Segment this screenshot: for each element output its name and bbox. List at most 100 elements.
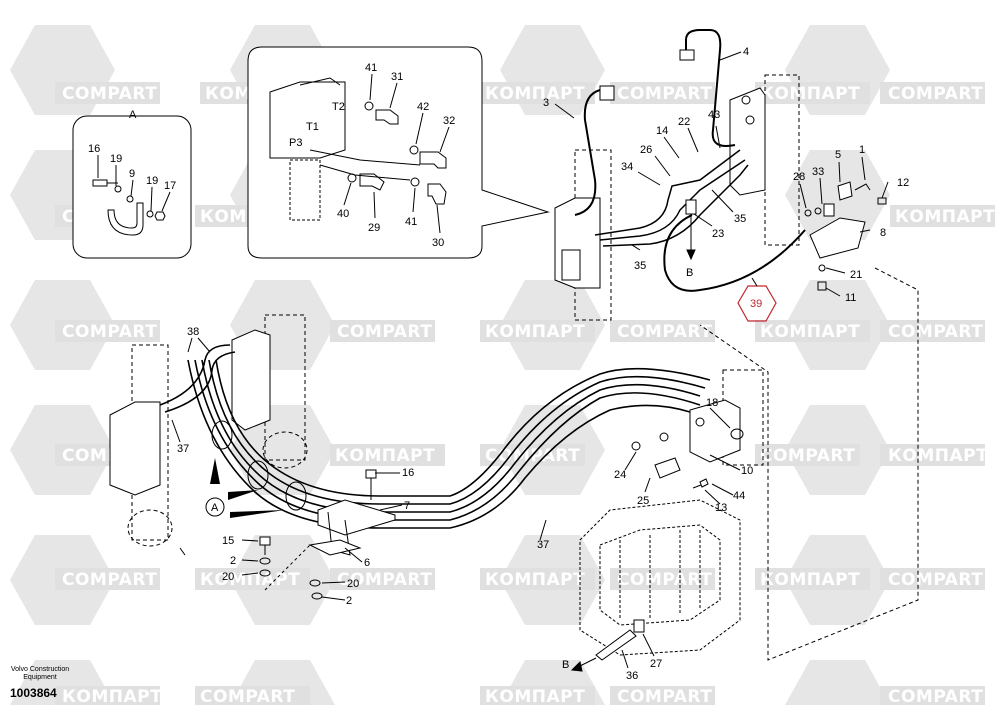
part-label-14: 14 (656, 125, 668, 137)
part-label-2: 2 (230, 555, 236, 567)
part-label-4: 4 (743, 46, 749, 58)
upper-valve-assembly (554, 29, 919, 661)
part-label-16: 16 (402, 467, 414, 479)
part-label-17: 17 (164, 180, 176, 192)
part-label-21: 21 (850, 269, 862, 281)
part-label-26: 26 (640, 144, 652, 156)
part-label-41: 41 (405, 216, 417, 228)
part-label-20: 20 (222, 571, 234, 583)
port-label-t1: T1 (306, 121, 319, 133)
part-label-24: 24 (614, 469, 626, 481)
watermark-kompart: КОМПАРТ (760, 570, 860, 590)
lower-hose-assembly (109, 314, 711, 601)
part-label-35: 35 (734, 213, 746, 225)
part-labels: 16 19 9 19 17 41 31 42 32 40 29 41 30 P3… (88, 46, 909, 682)
footer-block: Volvo Construction Equipment 1003864 (10, 666, 70, 700)
document-number: 1003864 (10, 686, 57, 700)
main-control-valve (579, 499, 741, 656)
watermark-kompart: КОМПАРТ (200, 570, 300, 590)
watermark-kompart: КОМПАРТ (485, 687, 585, 705)
detail-a-panel (72, 115, 192, 259)
part-label-20: 20 (347, 578, 359, 590)
part-label-32: 32 (443, 115, 455, 127)
watermark-compart: COMPART (617, 322, 712, 342)
watermark-compart: COMPART (617, 84, 712, 104)
company-name-line2: Equipment (23, 674, 57, 681)
watermark-compart: COMPART (337, 570, 432, 590)
watermark-compart: COMPART (888, 570, 983, 590)
watermark-compart: COMPART (888, 84, 983, 104)
part-label-27: 27 (650, 658, 662, 670)
watermark-shapes (10, 25, 890, 705)
part-label-36: 36 (626, 670, 638, 682)
detail-a-title: A (129, 109, 137, 121)
part-label-10: 10 (741, 465, 753, 477)
part-label-16: 16 (88, 143, 100, 155)
part-label-23: 23 (712, 228, 724, 240)
part-label-31: 31 (391, 71, 403, 83)
watermark-layer: COMPART КОМПАРТ КОМПАРТ COMPART КОМПАРТ … (10, 25, 995, 707)
watermark-compart: COMPART (888, 687, 983, 705)
part-label-19: 19 (146, 175, 158, 187)
part-label-41: 41 (365, 62, 377, 74)
part-label-40: 40 (337, 208, 349, 220)
part-label-34: 34 (621, 161, 633, 173)
watermark-compart: COMPART (617, 570, 712, 590)
part-label-15: 15 (222, 535, 234, 547)
watermark-compart: COMPART (200, 687, 295, 705)
watermark-compart: COMPART (62, 84, 157, 104)
part-label-5: 5 (835, 149, 841, 161)
part-label-22: 22 (678, 116, 690, 128)
watermark-kompart: КОМПАРТ (485, 570, 585, 590)
watermark-compart: COMPART (62, 570, 157, 590)
part-39-hexagon (737, 285, 777, 322)
watermark-compart: COMPART (337, 322, 432, 342)
part-label-11: 11 (845, 292, 856, 304)
part-label-19: 19 (110, 153, 122, 165)
watermark-compart: COMPART (62, 322, 157, 342)
part-label-7: 7 (404, 500, 410, 512)
part-label-2: 2 (346, 595, 352, 607)
part-label-3: 3 (543, 97, 549, 109)
watermark-kompart: КОМПАРТ (760, 322, 860, 342)
watermark-compart: COMPART (888, 322, 983, 342)
part-39-highlight[interactable]: 39 (737, 277, 777, 322)
section-marker-a: A (205, 458, 285, 518)
part-label-37: 37 (537, 539, 549, 551)
direction-marker-b: B (562, 659, 569, 671)
watermark-kompart: КОМПАРТ (485, 84, 585, 104)
part-label-8: 8 (880, 227, 886, 239)
pilot-fitting-36 (570, 619, 655, 672)
detail-fittings-panel (247, 46, 550, 259)
part-label-12: 12 (897, 177, 909, 189)
watermark-text-boxes (55, 82, 995, 705)
watermark-kompart: КОМПАРТ (335, 446, 435, 466)
watermark-kompart: КОМПАРТ (62, 687, 162, 705)
part-label-43: 43 (708, 109, 720, 121)
part-label-37: 37 (177, 443, 189, 455)
watermark-text: COMPART КОМПАРТ КОМПАРТ COMPART КОМПАРТ … (62, 84, 995, 707)
part-label-44: 44 (733, 490, 745, 502)
part-label-30: 30 (432, 237, 444, 249)
watermark-compart: COMPART (760, 446, 855, 466)
watermark-kompart: КОМПАРТ (895, 207, 995, 227)
part-39-leader (751, 277, 758, 287)
direction-marker-b: B (686, 267, 693, 279)
watermark-kompart: КОМПАРТ (485, 322, 585, 342)
part-label-38: 38 (187, 326, 199, 338)
part-label-25: 25 (637, 495, 649, 507)
port-label-t2: T2 (332, 101, 345, 113)
watermark-kompart: КОМПАРТ (888, 446, 988, 466)
part-label-13: 13 (715, 502, 727, 514)
part-label-28: 28 (793, 171, 805, 183)
part-label-1: 1 (859, 144, 865, 156)
port-label-p3: P3 (289, 137, 302, 149)
part-label-42: 42 (417, 101, 429, 113)
watermark-compart: COMPART (617, 687, 712, 705)
part-label-39: 39 (750, 298, 762, 310)
part-label-6: 6 (364, 557, 370, 569)
part-label-29: 29 (368, 222, 380, 234)
watermark-kompart: КОМПАРТ (760, 84, 860, 104)
